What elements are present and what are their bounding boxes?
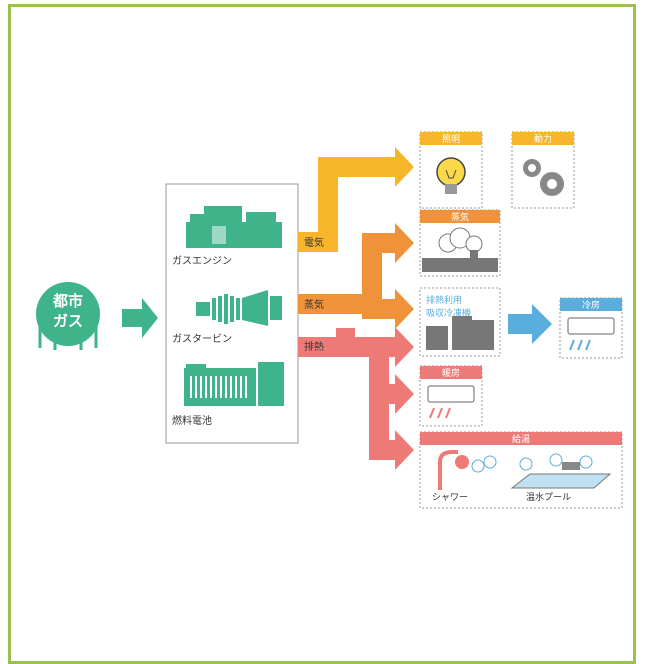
fuel-cell-vents <box>190 376 247 398</box>
fuel-cell-label: 燃料電池 <box>172 414 212 427</box>
fuel-cell-vent <box>235 376 237 398</box>
cooling-box: 冷房 <box>559 297 623 359</box>
heating-label: 暖房 <box>442 367 460 379</box>
electricity-arrow <box>298 147 414 252</box>
pool-label: 温水プール <box>526 491 571 503</box>
hot-water-box: 給湯 シャワー 温水プール <box>419 431 623 509</box>
fuel-cell-vent <box>190 376 192 398</box>
city-gas-label-1: 都市 <box>52 292 83 310</box>
gas-engine-label: ガスエンジン <box>172 255 232 267</box>
absorption-chiller-box: 排熱利用 吸収冷凍機 <box>419 287 501 357</box>
air-conditioner-cool-icon <box>567 317 615 351</box>
light-bulb-icon <box>436 157 466 194</box>
gas-turbine-label: ガスタービン <box>172 333 232 345</box>
steam-box: 蒸気 <box>419 209 501 277</box>
cooling-arrow <box>508 304 552 344</box>
steam-label: 蒸気 <box>304 298 324 311</box>
lighting-label: 照明 <box>442 134 460 145</box>
air-conditioner-heat-icon <box>427 385 475 419</box>
fuel-cell-vent <box>205 376 207 398</box>
fuel-cell-vent <box>220 376 222 398</box>
steam-arrow <box>298 223 414 329</box>
exhaust-heat-arrow <box>298 327 414 470</box>
fuel-cell-vent <box>215 376 217 398</box>
chiller-label-1: 排熱利用 <box>426 294 462 306</box>
fuel-cell-vent <box>240 376 242 398</box>
shower-label: シャワー <box>432 493 468 503</box>
steam-cloud-icon <box>422 227 498 272</box>
cooling-label: 冷房 <box>582 299 600 311</box>
pool-icon <box>510 453 612 489</box>
gas-engine-icon <box>186 206 282 248</box>
gas-supply-arrow <box>122 298 158 338</box>
lighting-box: 照明 <box>419 131 483 209</box>
gears-icon <box>523 159 564 196</box>
city-gas-label-2: ガス <box>53 312 83 330</box>
fuel-cell-vent <box>200 376 202 398</box>
exhaust-heat-label: 排熱 <box>304 340 324 353</box>
power-box: 動力 <box>511 131 575 209</box>
gas-turbine-icon <box>196 290 282 326</box>
fuel-cell-vent <box>245 376 247 398</box>
steam-use-label: 蒸気 <box>451 211 469 223</box>
fuel-cell-vent <box>225 376 227 398</box>
power-label: 動力 <box>534 133 552 145</box>
heating-box: 暖房 <box>419 365 483 427</box>
fuel-cell-icon <box>184 362 284 406</box>
fuel-cell-vent <box>210 376 212 398</box>
fuel-cell-vent <box>195 376 197 398</box>
shower-icon <box>438 450 497 490</box>
electricity-label: 電気 <box>304 236 324 249</box>
hot-water-label: 給湯 <box>512 433 530 445</box>
chiller-machine-icon <box>426 316 494 350</box>
fuel-cell-vent <box>230 376 232 398</box>
city-gas-tank-icon: 都市 ガス <box>36 282 100 350</box>
